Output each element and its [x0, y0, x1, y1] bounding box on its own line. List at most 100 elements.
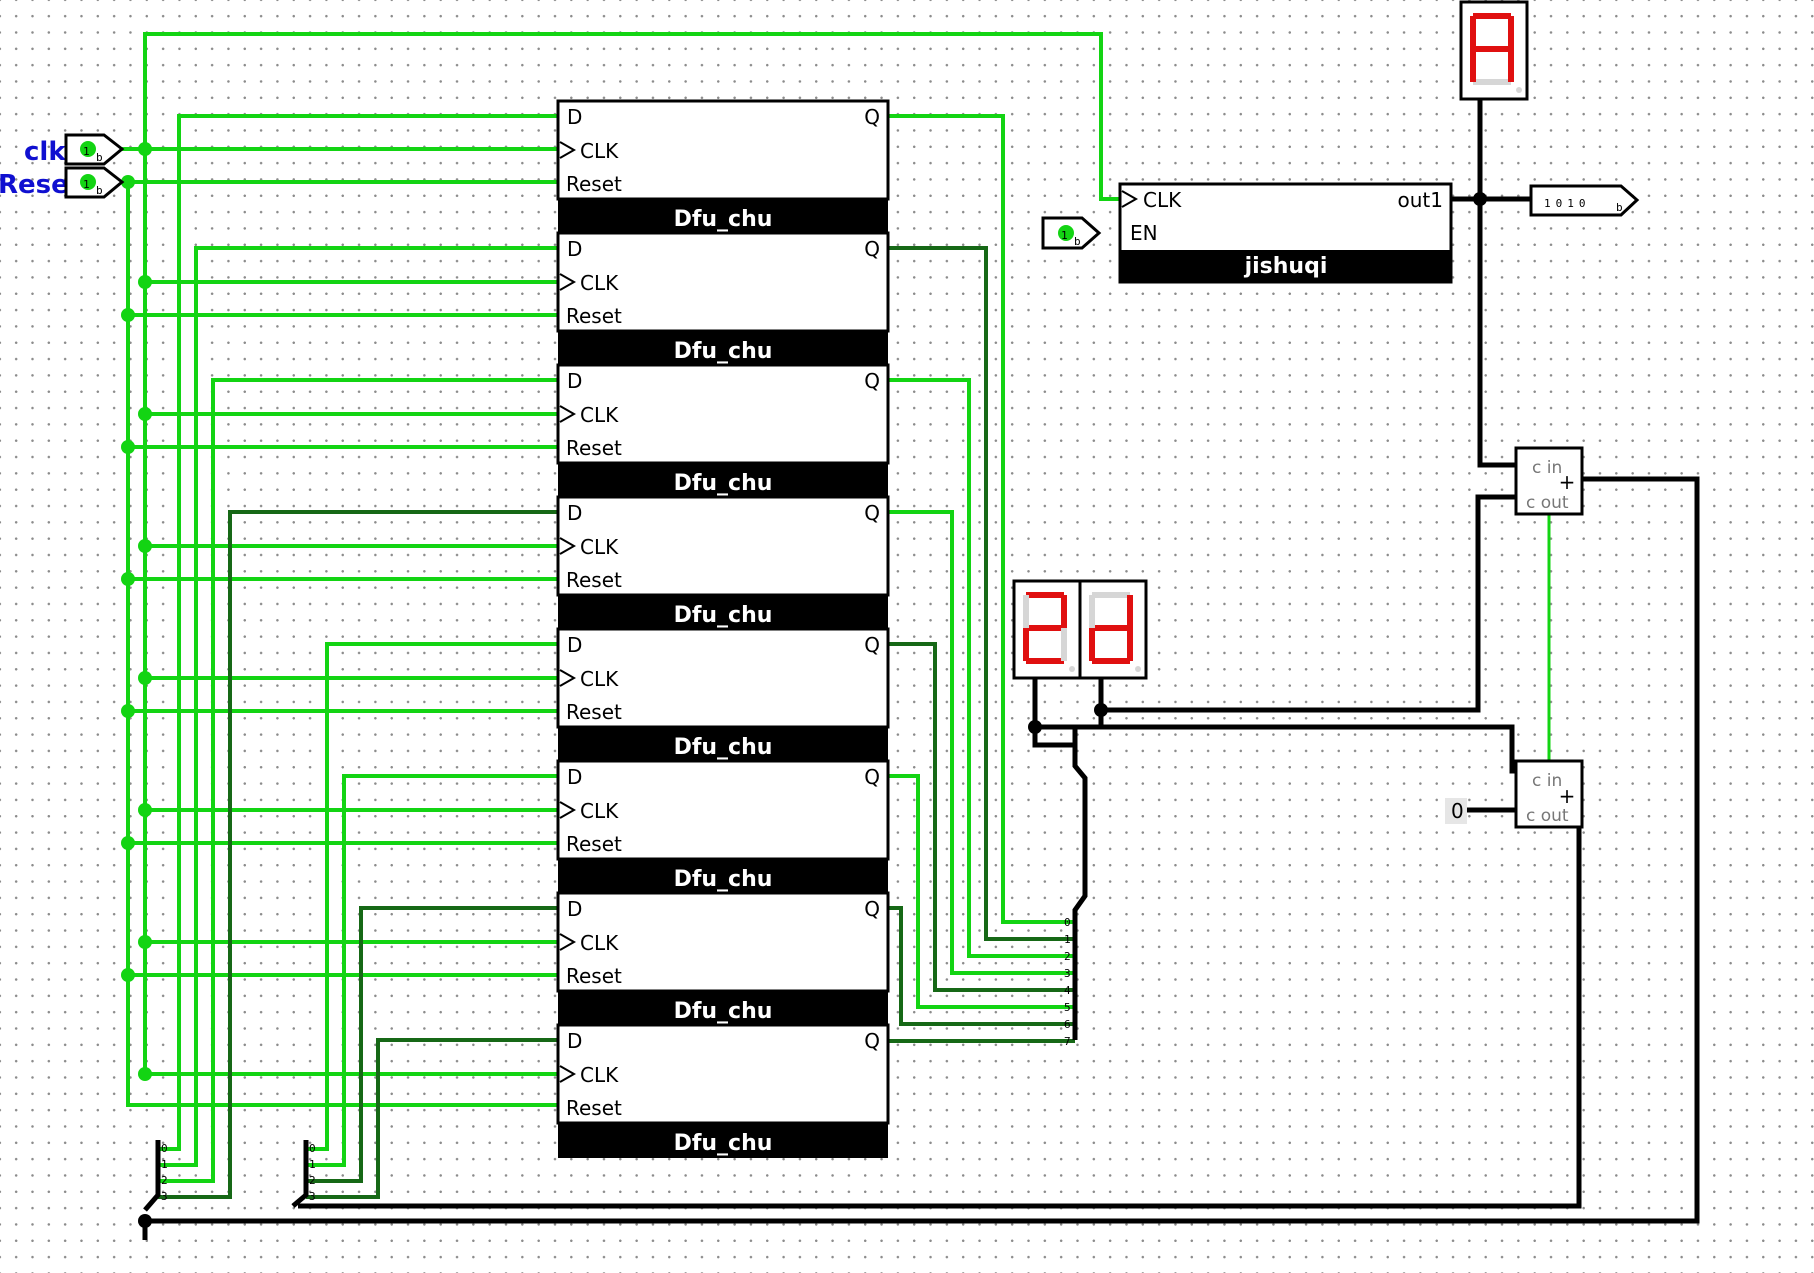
dff-title-bar: [558, 728, 888, 762]
dff-name: Dfu_chu: [674, 735, 773, 760]
dff-reset_label-label: Reset: [566, 832, 622, 856]
dff-d_label-label: D: [567, 1029, 582, 1053]
junction: [138, 803, 152, 817]
output-probe[interactable]: 1010 b: [1529, 184, 1640, 217]
splitter-lower-right: [291, 1140, 309, 1208]
q-wire-2: [888, 378, 1075, 958]
junction: [1028, 720, 1042, 734]
dff-body: [556, 627, 890, 729]
junction: [121, 308, 135, 322]
splitter-bit-label: 3: [309, 1190, 316, 1203]
counter-to-adder: [1477, 99, 1516, 468]
hex-display-top: [1459, 0, 1529, 101]
d-wire-0: [158, 114, 558, 1151]
splitter-bit-label: 0: [161, 1142, 168, 1155]
splitter-bit-label: 3: [161, 1190, 168, 1203]
junction: [138, 142, 152, 156]
dff-clk-triangle: [559, 273, 577, 291]
dff-clk-triangle: [559, 933, 577, 951]
clk-input-pin[interactable]: clk 1 b: [24, 133, 125, 167]
counter-name: jishuqi: [1244, 254, 1328, 279]
dff-title-bar: [558, 200, 888, 234]
adder-bottom-cin: c in: [1532, 771, 1562, 791]
dff-body: [556, 99, 890, 201]
reset-trunk: [126, 182, 558, 1107]
dff-title-bar: [558, 992, 888, 1026]
q-wire-0: [888, 114, 1075, 924]
dff-clk_label-label: CLK: [580, 403, 619, 427]
dff-name: Dfu_chu: [674, 339, 773, 364]
dff-clk-triangle: [559, 1065, 577, 1083]
splitter-bit-label: 3: [1064, 967, 1071, 980]
enable-value: 1: [1061, 229, 1068, 242]
dff-q_label-label: Q: [864, 765, 880, 789]
dff-title-bar: [558, 332, 888, 366]
adder-top[interactable]: c in c out +: [1514, 446, 1584, 516]
counter-out-label: out1: [1398, 188, 1443, 212]
dff-q_label-label: Q: [864, 633, 880, 657]
dff-name: Dfu_chu: [674, 207, 773, 232]
d-wire-2: [158, 378, 558, 1183]
splitter-bit-label: 2: [1064, 950, 1071, 963]
dff-clk_label-label: CLK: [580, 1063, 619, 1087]
junction: [121, 175, 135, 189]
junction: [121, 572, 135, 586]
dff-clk_label-label: CLK: [580, 799, 619, 823]
constant-zero-value: 0: [1451, 799, 1464, 823]
dff-q_label-label: Q: [864, 1029, 880, 1053]
counter-en-label: EN: [1130, 221, 1158, 245]
dff-d_label-label: D: [567, 369, 582, 393]
clk-value: 1: [83, 145, 90, 158]
dff-clk-triangle: [559, 801, 577, 819]
constant-zero[interactable]: 0: [1445, 798, 1467, 824]
dff-clk_label-label: CLK: [580, 139, 619, 163]
dff-clk_label-label: CLK: [580, 667, 619, 691]
dff-body: [556, 759, 890, 861]
dff-reset_label-label: Reset: [566, 436, 622, 460]
d-wire-6: [306, 906, 558, 1183]
enable-constant-pin[interactable]: 1 b: [1041, 216, 1102, 250]
splitter-bit-label: 0: [1064, 916, 1071, 929]
junction: [138, 275, 152, 289]
junction: [121, 704, 135, 718]
junction: [121, 968, 135, 982]
splitter-bit-label: 2: [161, 1174, 168, 1187]
counter-jishuqi[interactable]: CLK EN out1 jishuqi: [1118, 182, 1453, 284]
adder-bottom[interactable]: c in c out +: [1514, 759, 1584, 829]
enable-radix: b: [1074, 235, 1081, 248]
junction: [138, 935, 152, 949]
adder-top-cin: c in: [1532, 458, 1562, 478]
bus-q-splitter: [1032, 727, 1088, 1040]
reset-value-led: [80, 174, 96, 190]
dff-clk-triangle: [559, 669, 577, 687]
dff-body: [556, 231, 890, 333]
dff-d_label-label: D: [567, 105, 582, 129]
dff-reset_label-label: Reset: [566, 304, 622, 328]
dff-d_label-label: D: [567, 897, 582, 921]
segment-dp: [1069, 666, 1075, 672]
reset-input-pin[interactable]: Reset 1 b: [0, 166, 125, 200]
junction: [121, 440, 135, 454]
d-wire-3: [158, 510, 558, 1199]
clk-pin-label: clk: [24, 137, 66, 167]
q-wire-4: [888, 642, 1075, 992]
dff-reset_label-label: Reset: [566, 700, 622, 724]
output-probe-value: 1010: [1544, 197, 1591, 210]
dff-reset_label-label: Reset: [566, 172, 622, 196]
clk-value-led: [80, 141, 96, 157]
dff-title-bar: [558, 1124, 888, 1158]
adder-sum-return: [145, 476, 1700, 1224]
dff-clk-triangle: [559, 141, 577, 159]
hex-display-left: [1012, 579, 1082, 680]
